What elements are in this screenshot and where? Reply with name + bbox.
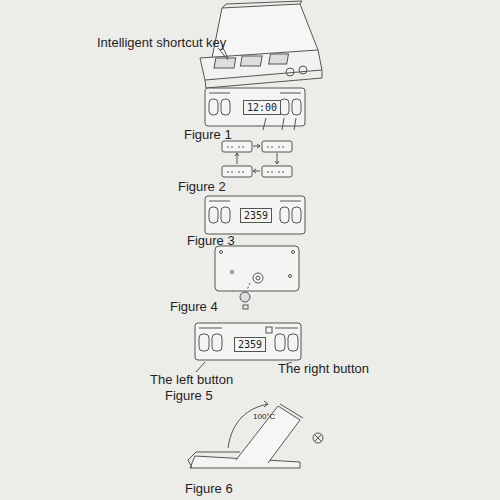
figure-label: Figure 5 [165,389,213,402]
lcd-display: 12:00 [243,100,281,115]
display-text: 12:00 [247,102,277,113]
display-text: 2359 [238,339,262,350]
figure-label: Figure 3 [187,234,235,247]
part-label: The right button [278,362,369,375]
part-label: The left button [150,373,233,386]
figure-label: Figure 2 [178,180,226,193]
temperature-label: 100°C [253,413,275,421]
part-label: Intelligent shortcut key [97,36,226,49]
figure-label: Figure 4 [170,300,218,313]
display-text: 2359 [244,210,268,221]
lcd-display: 2359 [240,208,272,223]
figure-label: Figure 1 [184,128,232,141]
figure-label: Figure 6 [185,482,233,495]
lcd-display: 2359 [234,337,266,352]
